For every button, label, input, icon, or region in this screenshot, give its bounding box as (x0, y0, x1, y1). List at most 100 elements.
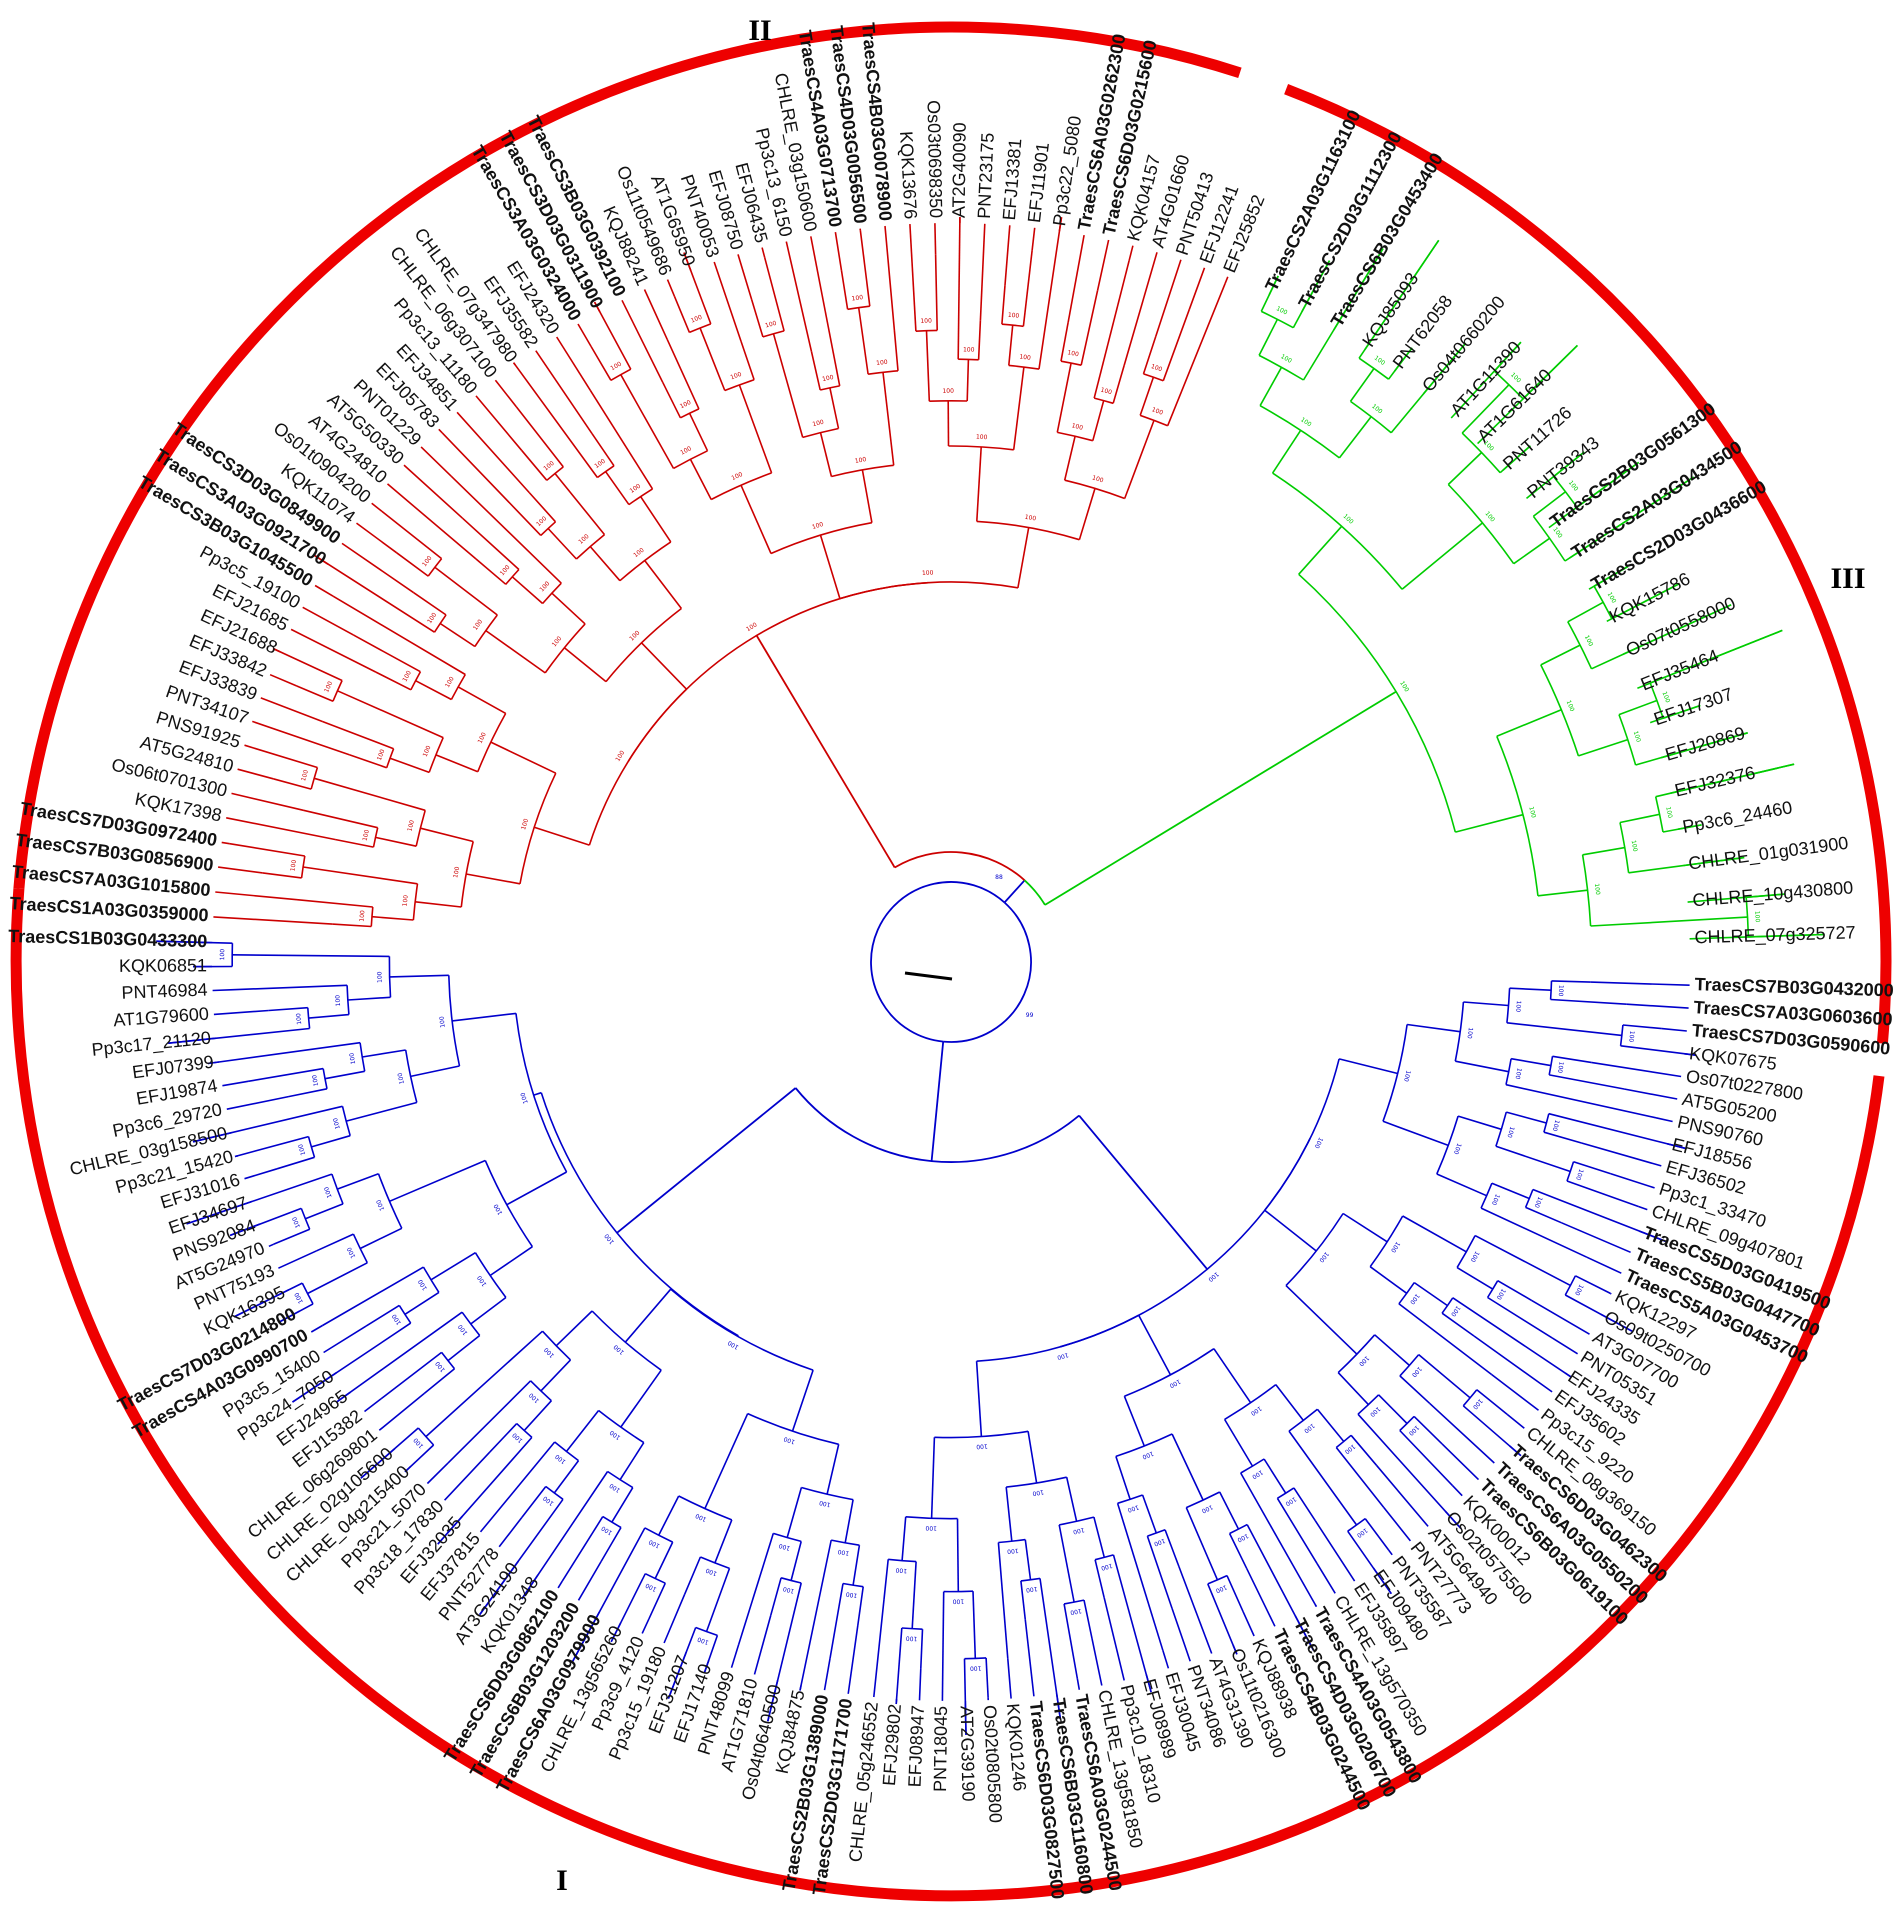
internal-branch (1116, 1503, 1164, 1651)
leaf-label: AT1G79600 (113, 1004, 210, 1031)
internal-branch (1146, 1535, 1173, 1609)
bootstrap-value: 99 (1026, 1012, 1034, 1019)
internal-branch (1635, 732, 1748, 766)
terminal-branch (847, 1625, 859, 1694)
bootstrap-value: 100 (1236, 1532, 1250, 1544)
bootstrap-value: 100 (1368, 1405, 1381, 1418)
internal-branch (689, 458, 712, 500)
bootstrap-value: 100 (730, 471, 743, 482)
internal-branch (506, 1171, 567, 1206)
group-label-III: III (1830, 562, 1865, 595)
leaf-label: EFJ32376 (1673, 762, 1757, 800)
internal-branch (1271, 429, 1302, 474)
internal-branch (942, 1591, 945, 1633)
internal-branch (296, 898, 373, 908)
internal-branch (1260, 275, 1279, 312)
terminal-branch (643, 289, 669, 340)
internal-branch (1335, 1447, 1385, 1508)
bootstrap-value: 100 (922, 569, 934, 577)
internal-branch (521, 1471, 609, 1600)
bootstrap-value: 100 (1373, 355, 1387, 367)
internal-branch (1549, 1074, 1625, 1090)
internal-branch (600, 1527, 622, 1562)
internal-branch (963, 1658, 967, 1735)
leaf-label: EFJ29802 (879, 1703, 905, 1786)
internal-branch (425, 1330, 544, 1438)
internal-branch (1213, 1348, 1252, 1404)
internal-branch (1611, 582, 1680, 620)
internal-branch (553, 1460, 580, 1494)
bootstrap-value: 100 (690, 314, 703, 325)
internal-branch (673, 295, 691, 333)
internal-branch (229, 842, 305, 857)
bootstrap-value: 100 (499, 564, 512, 577)
internal-branch (1456, 1266, 1494, 1290)
internal-branch (1378, 1394, 1408, 1425)
internal-branch (303, 809, 378, 829)
internal-branch (311, 1134, 351, 1148)
internal-branch (1509, 987, 1552, 991)
internal-branch (1078, 488, 1096, 540)
bootstrap-value: 100 (1206, 1270, 1219, 1283)
internal-branch (292, 1322, 412, 1403)
terminal-branch (364, 1398, 382, 1413)
internal-branch (589, 389, 654, 490)
internal-branch (1228, 1533, 1248, 1570)
internal-branch (365, 1304, 400, 1327)
internal-arc (670, 1288, 814, 1371)
internal-branch (1553, 451, 1585, 478)
leaf-label: Os02t0805800 (980, 1705, 1006, 1824)
terminal-branch (1314, 1520, 1356, 1582)
internal-branch (485, 629, 546, 674)
internal-branch (337, 1173, 379, 1190)
bootstrap-value: 100 (300, 769, 310, 782)
internal-branch (799, 1539, 832, 1691)
internal-branch (772, 333, 804, 438)
internal-branch (1622, 1024, 1662, 1030)
internal-branch (1123, 1395, 1146, 1447)
terminal-branch (323, 1325, 367, 1354)
bootstrap-value: 100 (976, 434, 988, 442)
internal-branch (1338, 416, 1372, 459)
internal-branch (1038, 217, 1063, 370)
internal-branch (521, 1486, 547, 1518)
internal-branch (561, 1516, 604, 1582)
internal-branch (1012, 366, 1025, 450)
leaf-label: PNT18045 (930, 1706, 951, 1792)
internal-branch (740, 484, 772, 554)
internal-branch (640, 642, 688, 690)
bootstrap-value: 100 (1032, 1488, 1045, 1497)
bootstrap-value: 100 (1632, 730, 1642, 743)
bootstrap-value: 100 (511, 1431, 524, 1444)
bootstrap-value: 100 (614, 749, 626, 763)
terminal-branch (386, 483, 477, 560)
backbone-branch (755, 635, 896, 868)
terminal-branch (1067, 234, 1085, 323)
internal-branch (1357, 1413, 1462, 1529)
internal-branch (571, 1527, 646, 1664)
internal-branch (977, 320, 982, 360)
terminal-branch (557, 1580, 563, 1589)
terminal-branch (1626, 1003, 1689, 1009)
internal-arc (934, 1430, 1029, 1439)
bootstrap-value: 100 (696, 1635, 709, 1646)
internal-branch (1406, 1023, 1461, 1033)
internal-branch (683, 252, 712, 325)
terminal-branch (761, 247, 766, 258)
internal-branch (1316, 1408, 1345, 1443)
bootstrap-value: 100 (876, 359, 888, 367)
terminal-branch (1031, 227, 1036, 251)
internal-branch (465, 873, 521, 885)
internal-branch (322, 720, 394, 750)
terminal-branch (1623, 1088, 1678, 1100)
internal-branch (1513, 537, 1551, 565)
internal-branch (313, 777, 426, 812)
internal-branch (934, 254, 938, 331)
internal-arc (515, 1013, 568, 1173)
terminal-branch (237, 768, 274, 780)
terminal-branch (221, 841, 230, 845)
bootstrap-value: 100 (376, 748, 387, 761)
internal-branch (620, 1369, 662, 1428)
internal-branch (168, 1027, 310, 1044)
internal-branch (1275, 1384, 1304, 1421)
